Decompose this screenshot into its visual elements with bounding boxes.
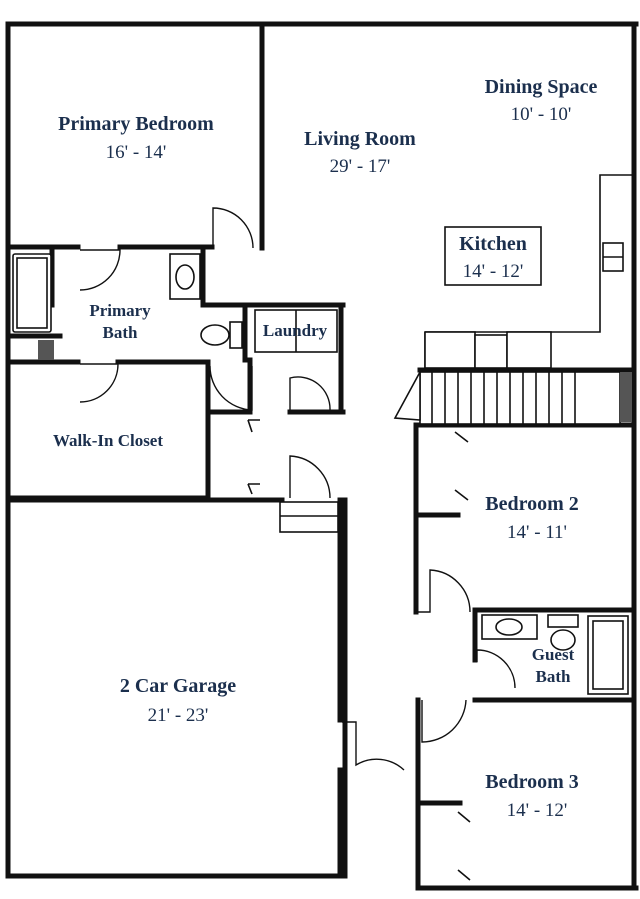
primary-toilet	[200, 324, 230, 346]
interior-walls	[7, 21, 635, 891]
doors	[79, 207, 516, 881]
primary-bathtub	[12, 253, 52, 333]
walk-in-closet-name: Walk-In Closet	[53, 431, 163, 450]
primary-bedroom-door	[212, 207, 254, 249]
fixtures	[12, 174, 632, 695]
staircase	[393, 371, 632, 425]
kitchen-label-box	[444, 226, 542, 286]
dining-space-name: Dining Space	[485, 76, 598, 98]
guest-bath-line1: Guest	[532, 645, 575, 664]
guest-bath-line2: Bath	[536, 667, 572, 686]
garage-name: 2 Car Garage	[120, 675, 236, 697]
primary-bedroom-name: Primary Bedroom	[58, 113, 214, 135]
bedroom-3-dims: 14' - 12'	[507, 800, 568, 821]
entry-step	[279, 501, 339, 533]
living-room-dims: 29' - 17'	[330, 156, 391, 177]
guest-toilet	[547, 614, 579, 628]
bedroom-2-dims: 14' - 11'	[507, 522, 567, 543]
dining-space-dims: 10' - 10'	[511, 104, 572, 125]
bedroom-3-name: Bedroom 3	[485, 771, 579, 793]
kitchen-name: Kitchen	[459, 233, 527, 255]
kitchen-dims: 14' - 12'	[463, 261, 524, 282]
room-labels: Primary Bedroom 16' - 14' Living Room 29…	[53, 76, 598, 821]
laundry-name: Laundry	[263, 321, 328, 340]
primary-bedroom-dims: 16' - 14'	[106, 142, 167, 163]
living-room-name: Living Room	[304, 128, 416, 150]
bedroom-2-name: Bedroom 2	[485, 493, 579, 515]
garage-dims: 21' - 23'	[148, 705, 209, 726]
exterior-walls	[5, 21, 639, 891]
primary-sink	[169, 253, 201, 300]
primary-bath-shaft	[38, 340, 54, 360]
primary-bath-line1: Primary	[89, 301, 151, 320]
kitchen-counter	[425, 174, 632, 333]
primary-bath-line2: Bath	[103, 323, 139, 342]
guest-bathtub	[587, 615, 629, 695]
